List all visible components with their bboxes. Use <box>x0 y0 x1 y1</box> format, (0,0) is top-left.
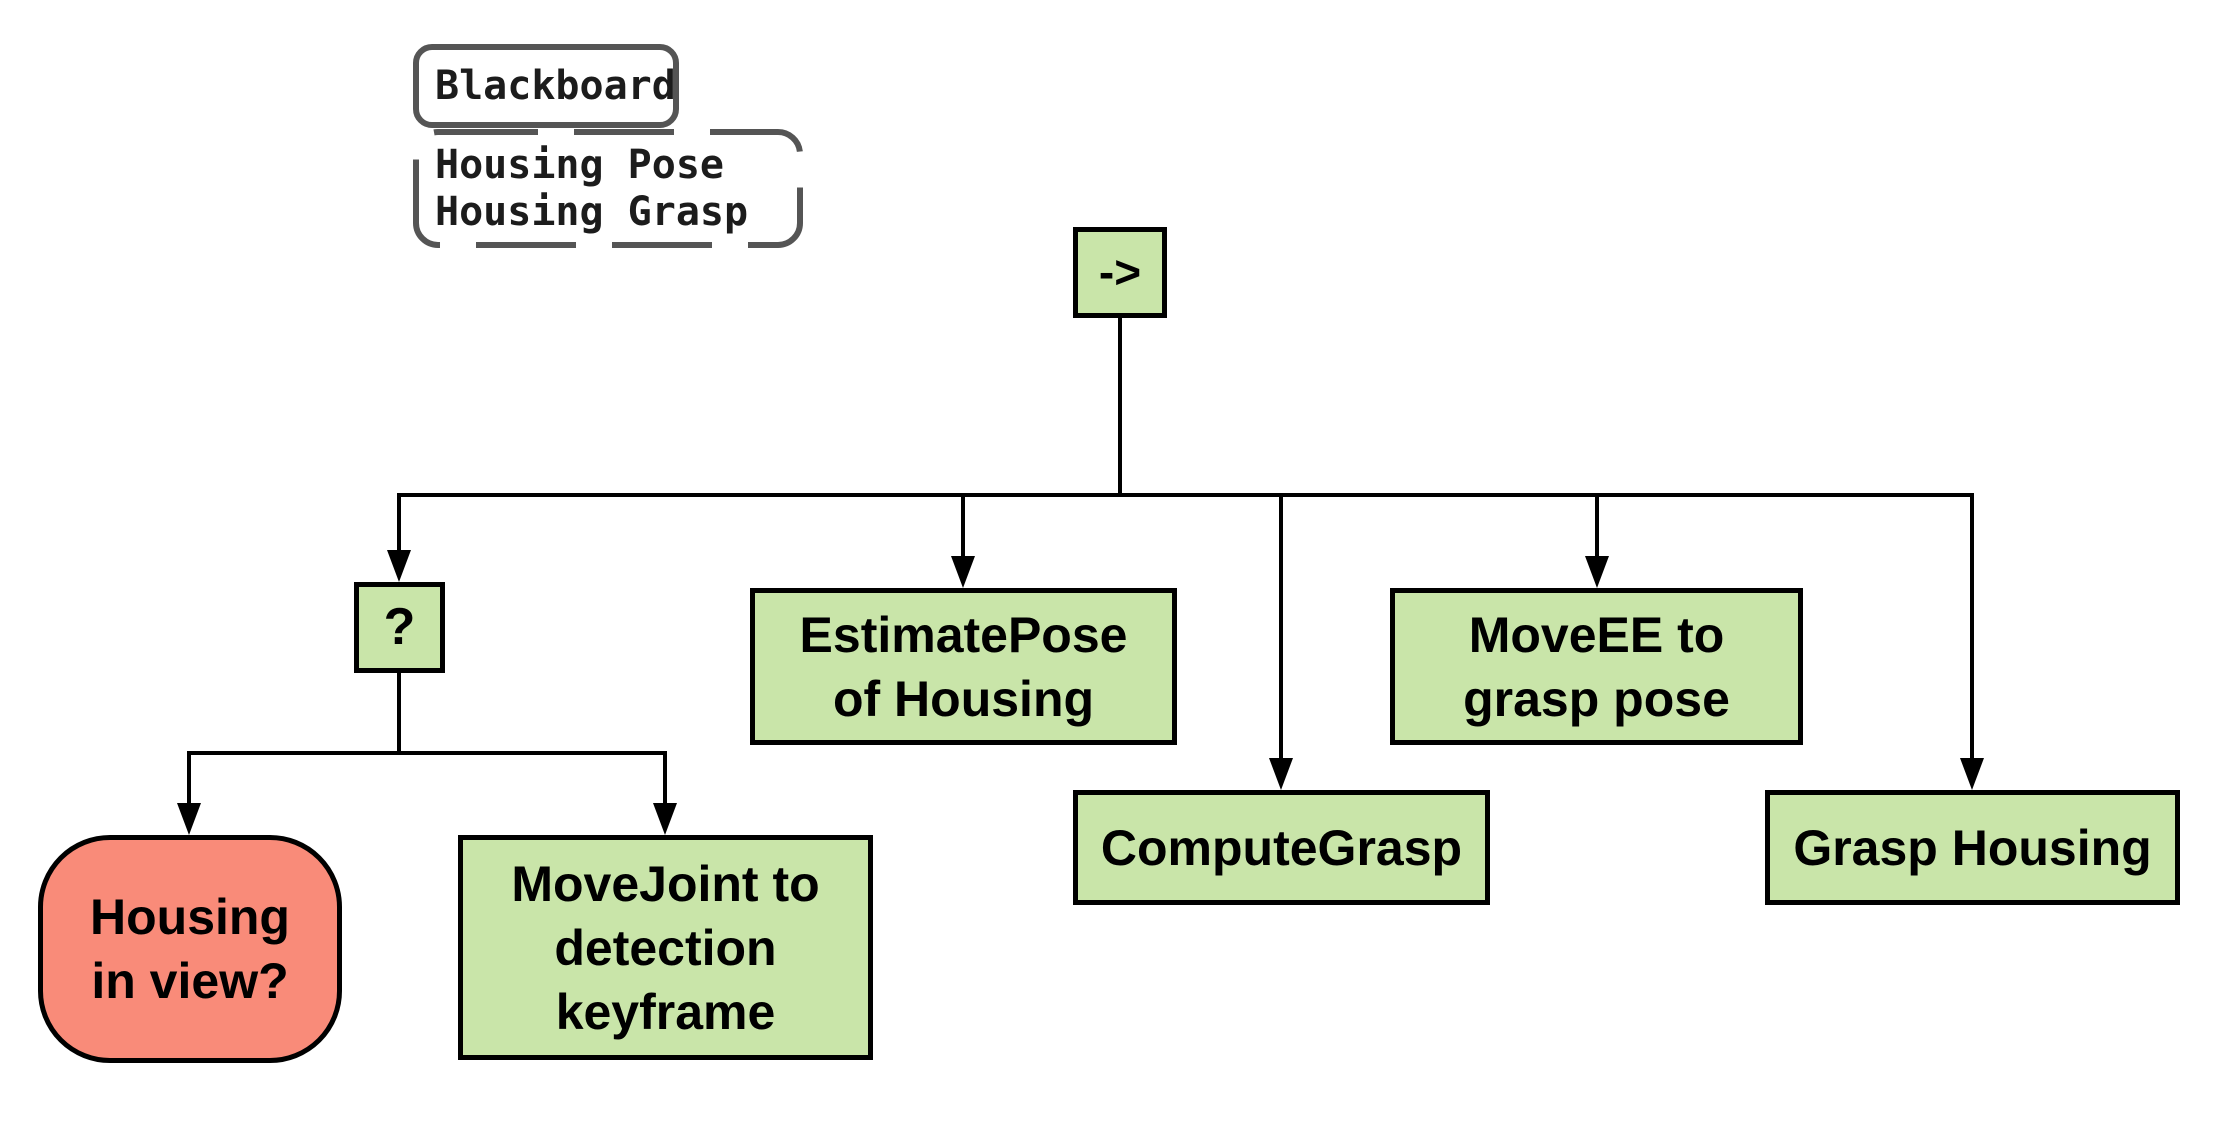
blackboard-title-border <box>413 44 679 128</box>
blackboard-title: Blackboard <box>413 44 679 128</box>
blackboard-entry: Housing Grasp <box>435 188 749 235</box>
arrowhead-icon <box>653 803 677 835</box>
arrowhead-icon <box>951 556 975 588</box>
arrowhead-icon <box>387 550 411 582</box>
node-grasp-housing: Grasp Housing <box>1765 790 2180 905</box>
blackboard-entries-border <box>413 129 803 248</box>
node-housing-in-view-condition: Housing in view? <box>38 835 342 1063</box>
node-compute-grasp: ComputeGrasp <box>1073 790 1490 905</box>
node-estimate-pose: EstimatePose of Housing <box>750 588 1177 745</box>
node-move-ee: MoveEE to grasp pose <box>1390 588 1803 745</box>
arrowhead-icon <box>1269 758 1293 790</box>
blackboard-entries: Housing Pose Housing Grasp <box>413 129 803 248</box>
arrowhead-icon <box>1585 556 1609 588</box>
blackboard-entry: Housing Pose <box>435 141 724 188</box>
node-sequence-root: -> <box>1073 227 1167 318</box>
blackboard-title-label: Blackboard <box>435 63 676 109</box>
node-fallback: ? <box>354 582 445 673</box>
arrowhead-icon <box>1960 758 1984 790</box>
arrowhead-icon <box>177 803 201 835</box>
node-move-joint: MoveJoint to detection keyframe <box>458 835 873 1060</box>
